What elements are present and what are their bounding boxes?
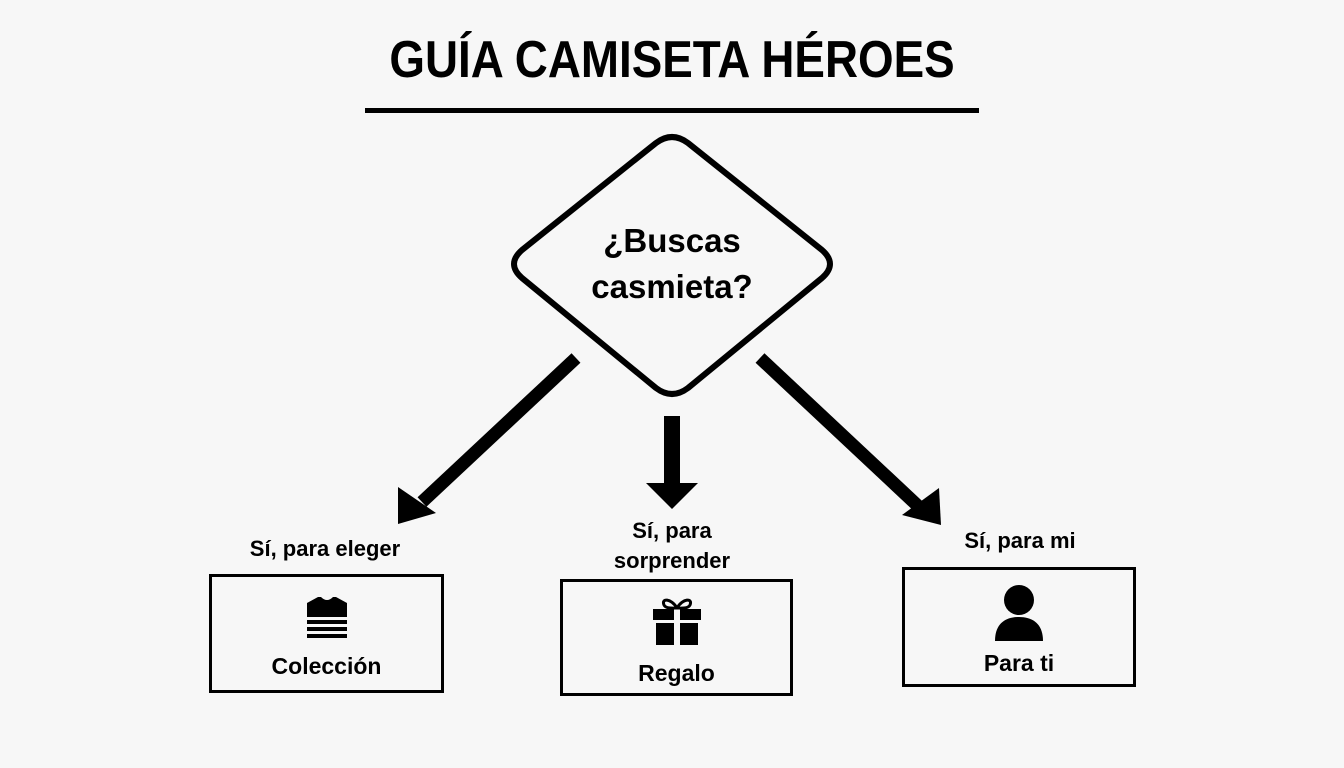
- decision-question-line: ¿Buscas: [603, 222, 741, 259]
- branch-label-line: sorprender: [613, 548, 731, 573]
- branch-label-line: Sí, para: [632, 518, 712, 543]
- stacked-shirts-icon: [212, 595, 441, 643]
- option-box-coleccion[interactable]: Colección: [209, 574, 444, 693]
- diagram-title: GUÍA CAMISETA HÉROES: [389, 31, 955, 89]
- branch-label-coleccion: Sí, para eleger: [249, 536, 401, 561]
- option-box-para-ti[interactable]: Para ti: [902, 567, 1136, 687]
- arrow-left: [398, 353, 581, 524]
- option-box-regalo[interactable]: Regalo: [560, 579, 793, 696]
- option-label-regalo: Regalo: [638, 660, 715, 686]
- person-icon: [905, 584, 1133, 642]
- arrow-right: [755, 353, 941, 525]
- title-underline: [365, 108, 979, 113]
- gift-icon: [563, 596, 790, 646]
- decision-question-line: casmieta?: [591, 268, 753, 305]
- decision-question: ¿Buscas casmieta?: [560, 218, 784, 310]
- decision-diamond: [511, 134, 833, 397]
- arrow-center: [646, 416, 698, 509]
- option-label-coleccion: Colección: [271, 653, 382, 679]
- branch-label-regalo: Sí, para sorprender: [582, 516, 762, 576]
- option-label-para-ti: Para ti: [983, 650, 1055, 676]
- branch-label-para-ti: Sí, para mi: [964, 528, 1076, 553]
